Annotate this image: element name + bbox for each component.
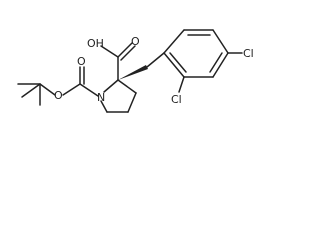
bond-acid-c-to-o-double-a xyxy=(117,42,133,58)
atom-label-ester-oxygen: O xyxy=(54,89,63,102)
benzyl-linker xyxy=(146,52,165,68)
atom-label-para-chloro: Cl xyxy=(243,47,254,60)
bond-acid-c-to-o-double-b xyxy=(120,45,136,61)
atom-label-ortho-chloro: Cl xyxy=(171,93,182,106)
stereo-wedge-bond xyxy=(118,65,148,80)
bond-acid-c-to-o-single xyxy=(100,45,119,58)
atom-label-acid-carbonyl-oxygen: O xyxy=(131,35,140,48)
bond-ch2-to-ring xyxy=(146,52,165,68)
ring-bond-c6-c1 xyxy=(163,52,185,78)
atom-label-ring-nitrogen: N xyxy=(97,91,105,104)
pyrrolidine-ring xyxy=(100,79,137,113)
ring-bond-c4-c5 xyxy=(212,52,229,78)
boc-carbamate xyxy=(62,66,99,97)
chloro-substituents xyxy=(178,52,243,93)
ring-double-c6-c1 xyxy=(169,52,187,73)
carboxylic-acid-group xyxy=(100,42,136,81)
atom-label-acid-oh: OH xyxy=(87,37,104,50)
atom-label-boc-carbonyl-oxygen: O xyxy=(77,55,86,68)
bond-carbonyl-c-to-n xyxy=(79,83,99,97)
bond-tbu-methyl-top xyxy=(21,83,41,98)
dichlorophenyl-ring xyxy=(163,29,229,78)
bond-ester-o-to-carbonyl-c xyxy=(62,83,81,96)
ring-bond-c1-c2 xyxy=(163,29,185,54)
bond-tbu-to-oxygen xyxy=(39,83,56,96)
ring-double-c4-c5 xyxy=(209,52,223,73)
molecule-structure: O O N OH O Cl Cl xyxy=(17,29,254,113)
bond-n-to-alpha-c xyxy=(103,79,119,93)
bond-alpha-c-to-beta-c xyxy=(117,79,137,94)
ring-bond-c3-c4 xyxy=(212,29,229,54)
bond-beta-c-to-gamma-c xyxy=(127,92,137,113)
bond-delta-c-to-n xyxy=(100,100,108,113)
atom-labels: O O N OH O Cl Cl xyxy=(54,35,254,106)
wedge-alpha-c-to-benzyl-ch2 xyxy=(118,65,148,80)
tert-butyl-group xyxy=(17,83,56,106)
bond-ring-to-ortho-cl xyxy=(178,76,185,93)
